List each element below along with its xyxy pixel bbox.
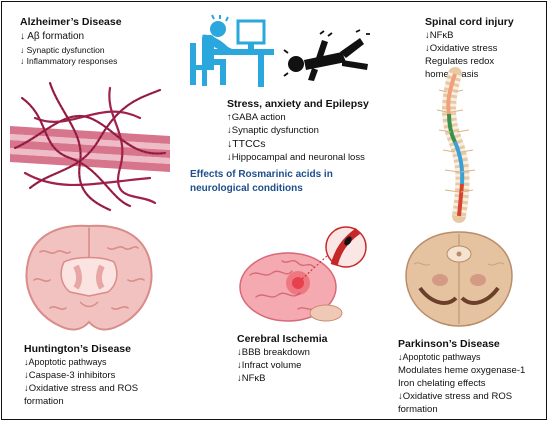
stress-item-2: ↓Synaptic dysfunction [227, 125, 319, 136]
stress-item-3: ↓TTCCs [227, 138, 266, 150]
huntington-item-1: ↓Apoptotic pathways [24, 357, 107, 367]
brain-ischemia-icon [239, 226, 367, 322]
alzheimers-item-2: ↓ Synaptic dysfunction [20, 45, 105, 55]
ischemia-item-3: ↓NFκB [237, 373, 266, 384]
parkinson-item-2: Modulates heme oxygenase-1 [398, 365, 526, 376]
center-title-line-1: Effects of Rosmarinic acids in [190, 169, 333, 180]
brain-coronal-section-icon [25, 224, 153, 331]
midbrain-section-icon [405, 231, 513, 327]
huntington-item-2: ↓Caspase-3 inhibitors [24, 370, 116, 381]
seizure-person-icon [283, 29, 370, 81]
ischemia-item-2: ↓Infract volume [237, 360, 302, 371]
huntington-item-3: ↓Oxidative stress and ROS [24, 383, 139, 394]
spinal-item-2: ↓Oxidative stress [425, 43, 498, 54]
ischemia-item-1: ↓BBB breakdown [237, 347, 310, 358]
huntington-title: Huntington’s Disease [24, 343, 131, 355]
alzheimers-title: Alzheimer’s Disease [20, 16, 122, 28]
spinal-cord-icon [436, 67, 476, 223]
parkinson-title: Parkinson’s Disease [398, 338, 500, 350]
parkinson-item-3: Iron chelating effects [398, 378, 486, 389]
amyloid-fibrils-icon [10, 81, 170, 212]
alzheimers-item-1: ↓ Aβ formation [20, 31, 85, 42]
figure-center-title: Effects of Rosmarinic acids in neurologi… [190, 168, 390, 195]
center-title-line-2: neurological conditions [190, 182, 303, 194]
stress-item-4: ↓Hippocampal and neuronal loss [227, 152, 365, 163]
ischemia-title: Cerebral Ischemia [237, 333, 328, 345]
stress-item-1: ↑GABA action [227, 112, 286, 123]
parkinson-item-1: ↓Apoptotic pathways [398, 352, 481, 362]
huntington-item-4: formation [24, 396, 64, 407]
parkinson-item-4: ↓Oxidative stress and ROS [398, 391, 513, 402]
stressed-worker-icon [190, 14, 274, 87]
parkinson-item-5: formation [398, 404, 438, 415]
spinal-title: Spinal cord injury [425, 16, 514, 28]
stress-title: Stress, anxiety and Epilepsy [227, 98, 369, 110]
spinal-item-3: Regulates redox [425, 56, 495, 67]
alzheimers-item-3: ↓ Inflammatory responses [20, 56, 118, 66]
spinal-item-1: ↓NFκB [425, 30, 454, 41]
